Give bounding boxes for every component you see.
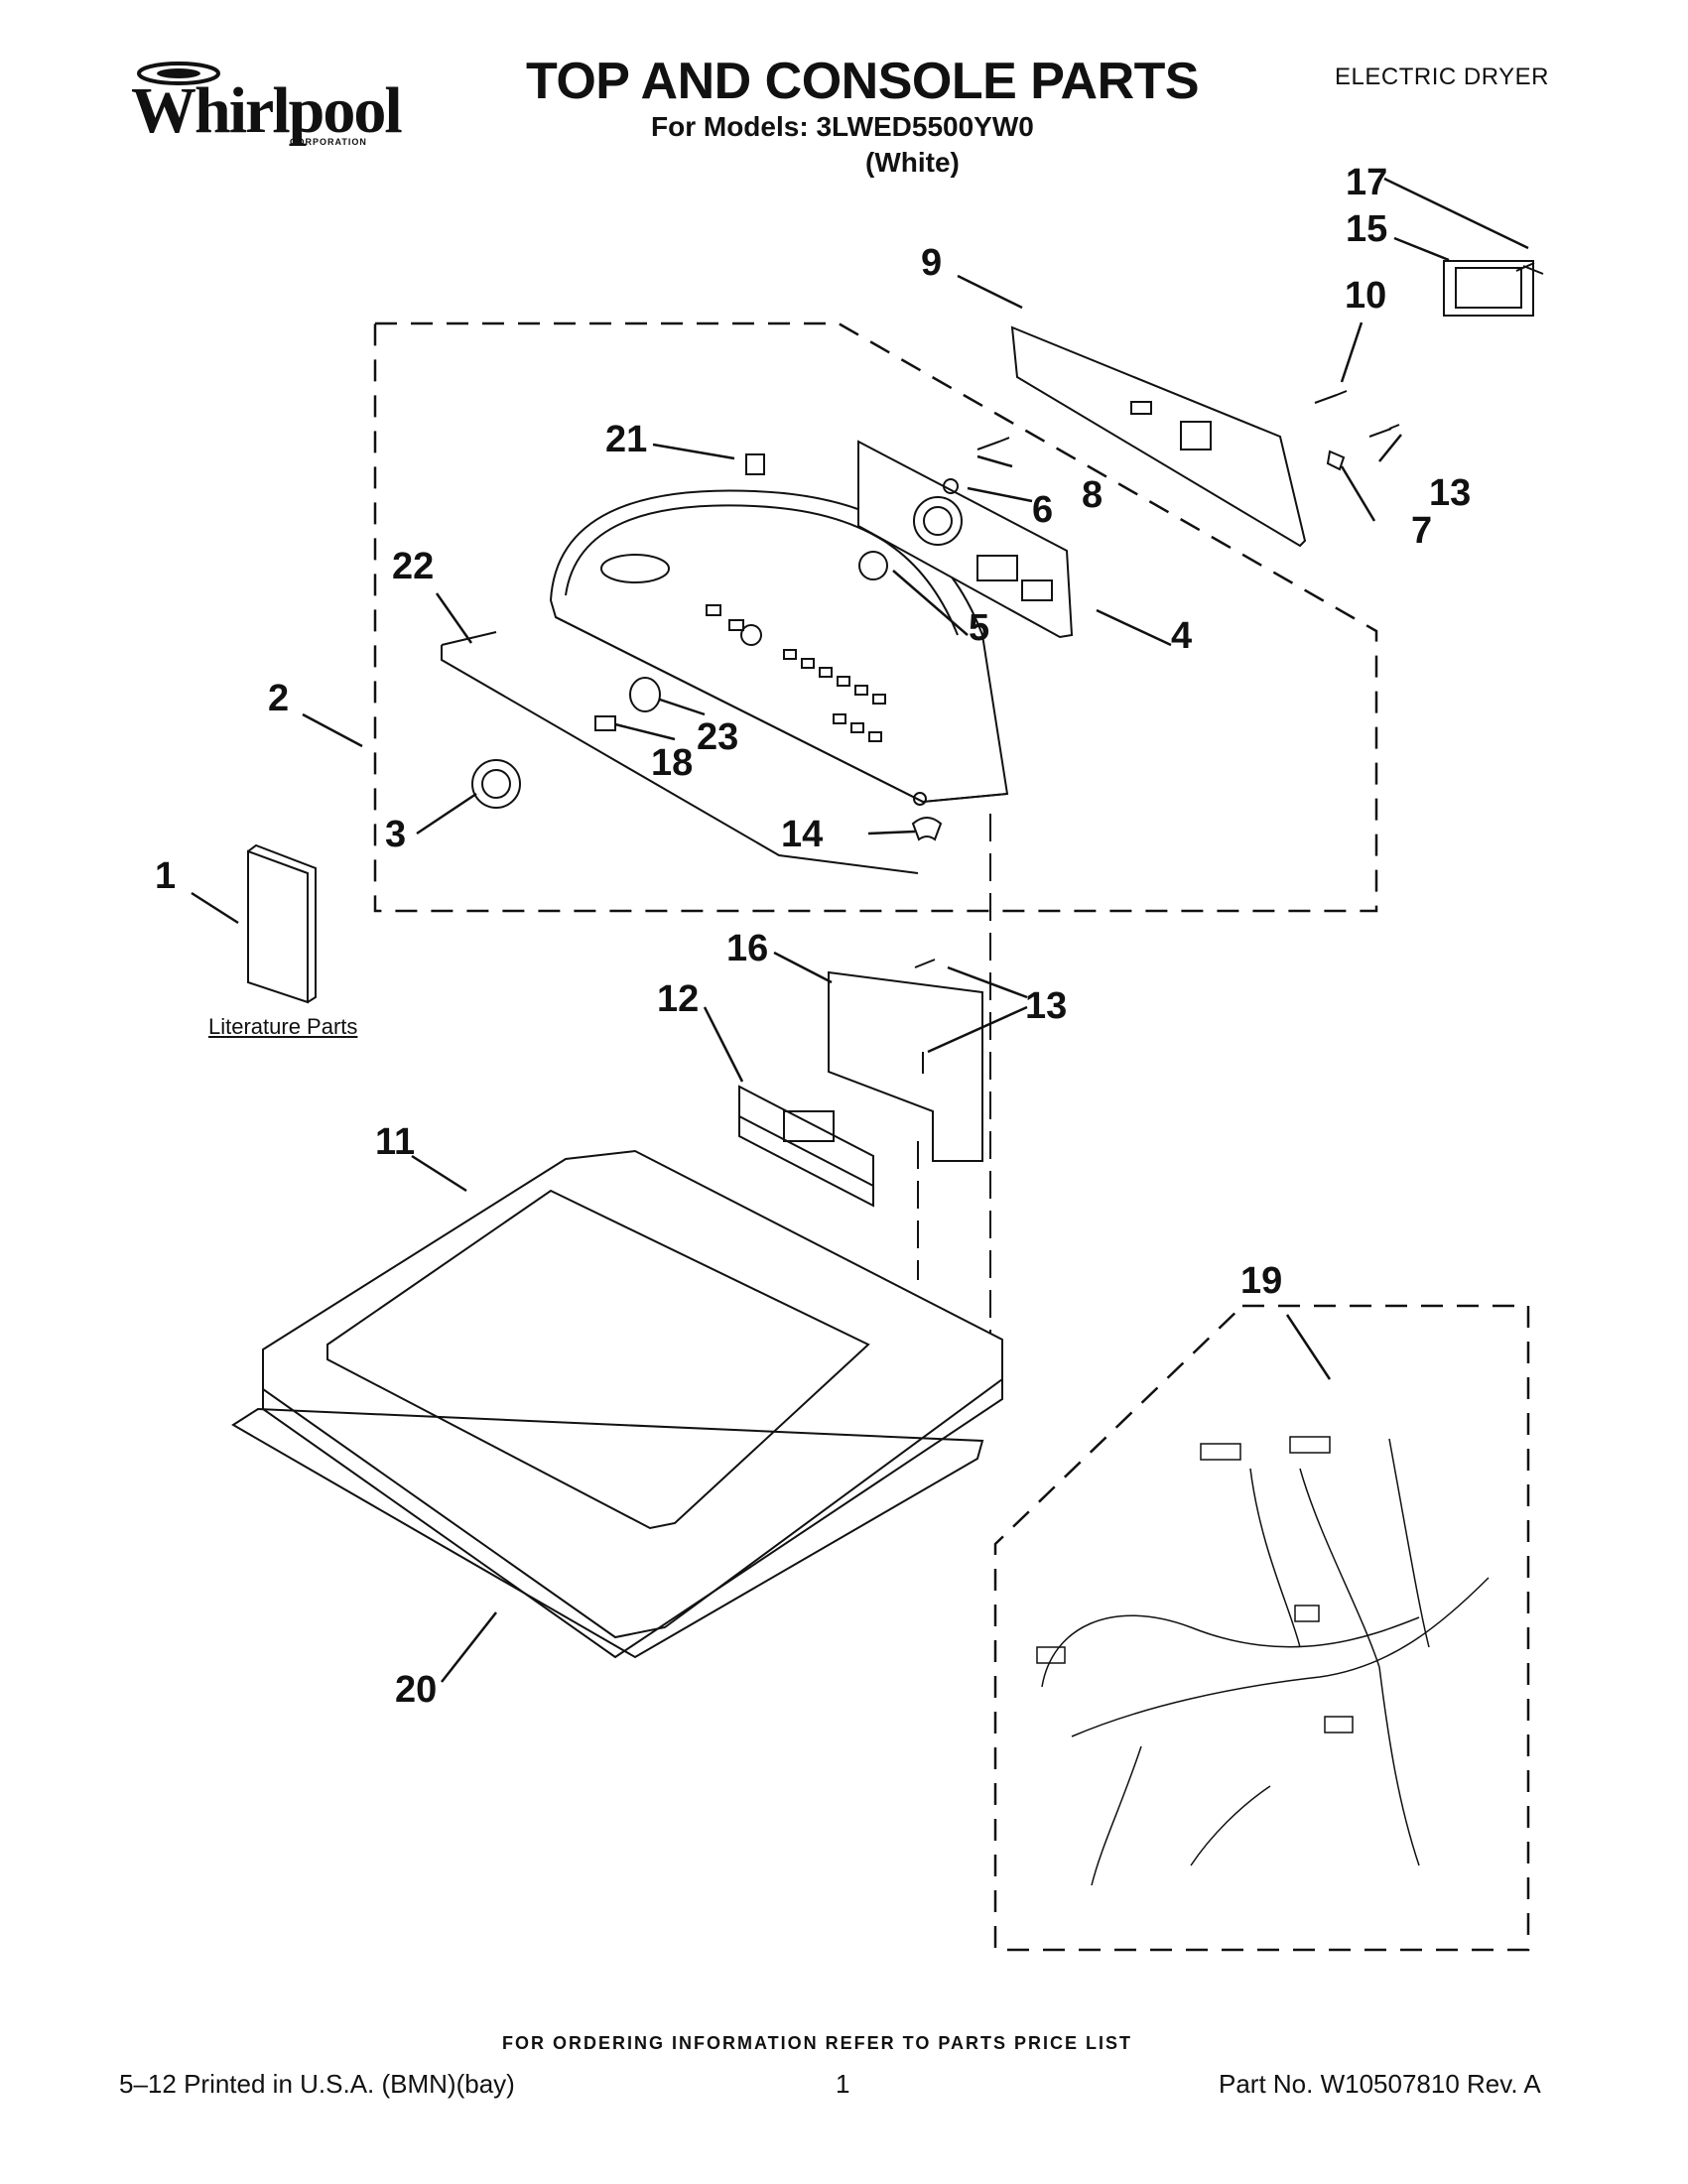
print-info: 5–12 Printed in U.S.A. (BMN)(bay): [119, 2069, 515, 2099]
part-18: [594, 715, 616, 731]
callout-7: 7: [1411, 510, 1433, 552]
callout-18: 18: [651, 742, 694, 784]
callout-6: 6: [1032, 489, 1054, 531]
callout-3: 3: [385, 814, 407, 855]
part-23: [629, 677, 661, 712]
callout-13-lower: 13: [1025, 985, 1068, 1027]
color-note: (White): [865, 147, 960, 178]
top-panel-part-11: [262, 1149, 1003, 1659]
whirlpool-logo: [119, 56, 397, 155]
bracket-part-16: [828, 970, 983, 1162]
part-number: Part No. W10507810 Rev. A: [1219, 2069, 1541, 2099]
callout-11: 11: [375, 1121, 416, 1163]
callout-10: 10: [1345, 275, 1387, 317]
callout-2: 2: [268, 678, 290, 719]
page-title: TOP AND CONSOLE PARTS: [526, 53, 1200, 110]
screws: [943, 262, 1544, 494]
control-board-part-4: [857, 440, 1074, 639]
callout-16: 16: [726, 928, 769, 969]
callout-9: 9: [921, 242, 943, 284]
product-type: ELECTRIC DRYER: [1335, 64, 1549, 90]
brand-subtitle: CORPORATION: [290, 137, 367, 147]
callout-21: 21: [605, 419, 648, 460]
callout-4: 4: [1171, 615, 1193, 657]
callout-20: 20: [395, 1669, 438, 1711]
page-number: 1: [836, 2069, 850, 2099]
model-line: For Models: 3LWED5500YW0: [651, 111, 1034, 142]
wire-harness-part-19: [1036, 1436, 1490, 1886]
part-5: [858, 551, 888, 580]
callout-17: 17: [1346, 162, 1388, 203]
ordering-note: FOR ORDERING INFORMATION REFER TO PARTS …: [502, 2033, 1133, 2053]
console-group-outline: [373, 321, 1378, 913]
bracket-part-15: [1443, 260, 1534, 317]
literature-parts-label: Literature Parts: [208, 1014, 358, 1039]
console-part-2: [549, 489, 1009, 806]
part-14: [911, 817, 943, 841]
pad-part-20: [231, 1407, 984, 1659]
callout-14: 14: [781, 814, 824, 855]
callout-12: 12: [657, 978, 700, 1020]
part-21: [745, 453, 765, 475]
callout-22: 22: [392, 546, 435, 587]
brand-name: Whirlpool: [131, 74, 403, 147]
knob-part-3: [471, 759, 521, 809]
logo-swirl-icon: [137, 62, 220, 85]
electronic-control-part-12: [738, 1085, 874, 1208]
literature-part-1: [247, 849, 309, 1004]
harness-group-outline: [993, 1304, 1530, 1952]
callout-15: 15: [1346, 208, 1388, 250]
callout-23: 23: [697, 716, 739, 758]
callout-8: 8: [1082, 474, 1104, 516]
callout-13-upper: 13: [1429, 472, 1472, 514]
callout-5: 5: [969, 607, 990, 649]
backsplash-part-9: [1010, 325, 1307, 548]
callout-19: 19: [1240, 1260, 1283, 1302]
leader-arrows: [191, 177, 1529, 1683]
callout-1: 1: [155, 855, 177, 897]
